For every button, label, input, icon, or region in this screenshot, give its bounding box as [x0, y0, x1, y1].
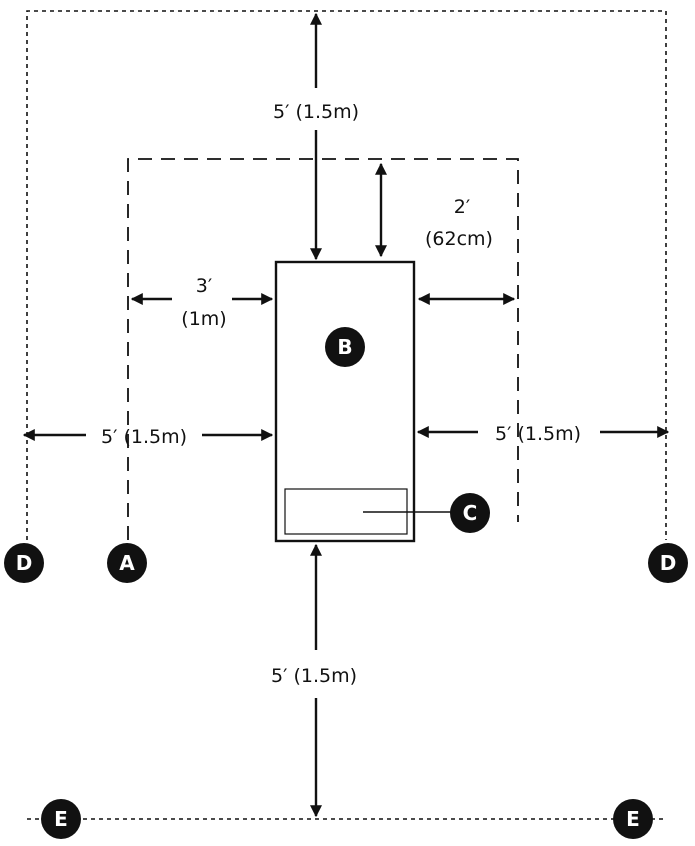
appliance-box [274, 260, 416, 543]
outer-clearance-boundary [26, 10, 667, 540]
front-clearance-label: 5′ (1.5m) [271, 665, 357, 687]
marker-e-right-label: E [626, 807, 640, 831]
marker-b-label: B [337, 335, 352, 359]
marker-d-left: D [4, 543, 44, 583]
service-area-boundary [127, 158, 519, 540]
marker-e-right: E [613, 799, 653, 839]
marker-c: C [450, 493, 490, 533]
marker-a-label: A [119, 551, 135, 575]
marker-d-left-label: D [16, 551, 33, 575]
top-clearance-label: 5′ (1.5m) [273, 101, 359, 123]
marker-e-left-label: E [54, 807, 68, 831]
rear-clearance-metric: (62cm) [425, 228, 493, 250]
marker-c-label: C [463, 501, 478, 525]
right-clearance-label: 5′ (1.5m) [495, 423, 581, 445]
marker-e-left: E [41, 799, 81, 839]
side-clearance-metric: (1m) [181, 308, 226, 330]
marker-d-right: D [648, 543, 688, 583]
marker-d-right-label: D [660, 551, 677, 575]
marker-a: A [107, 543, 147, 583]
left-clearance-label: 5′ (1.5m) [101, 426, 187, 448]
rear-clearance-value: 2′ [454, 196, 470, 218]
marker-b: B [325, 327, 365, 367]
side-clearance-value: 3′ [196, 275, 212, 297]
